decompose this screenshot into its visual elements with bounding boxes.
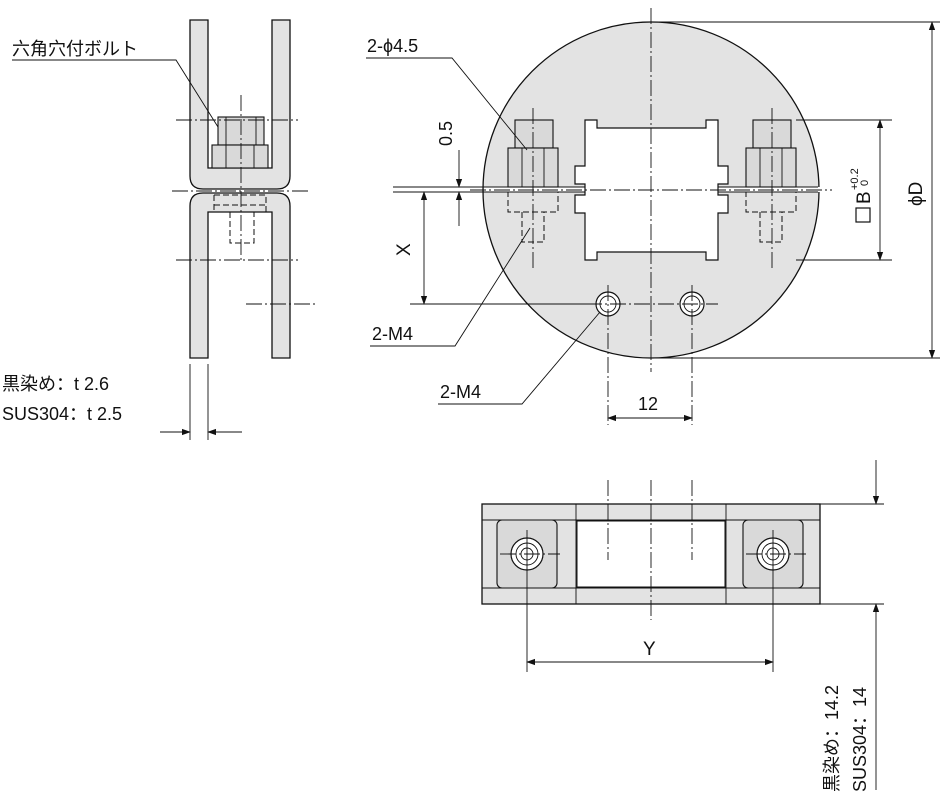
b-tol-upper: +0.2 xyxy=(849,168,861,190)
height-sus-label: SUS304：14 xyxy=(850,687,870,792)
height-black-label: 黒染め：14.2 xyxy=(822,685,842,792)
square-symbol xyxy=(855,207,871,223)
m4-left-label: 2-M4 xyxy=(372,324,413,344)
pitch-12-label: 12 xyxy=(638,394,658,414)
thickness-black-label: 黒染め：t 2.6 xyxy=(2,374,109,394)
upper-bracket xyxy=(189,19,291,190)
y-dim-label: Y xyxy=(643,639,656,660)
x-dim-label: X xyxy=(394,243,415,256)
lower-bracket xyxy=(189,192,291,359)
side-view: 六角穴付ボルト 黒染め：t 2.6 SUS304：t 2.5 xyxy=(2,19,316,440)
hole-spec-label: 2-ϕ4.5 xyxy=(367,36,418,56)
b-dim-label: B xyxy=(854,191,875,204)
hex-bolt-label: 六角穴付ボルト xyxy=(12,39,138,59)
m4-bottom-label: 2-M4 xyxy=(440,382,481,402)
gap-dim-label: 0.5 xyxy=(436,121,456,146)
front-view: 2-ϕ4.5 0.5 X 2-M4 2-M4 12 B +0.2 0 xyxy=(366,8,940,425)
bottom-view: Y 黒染め：14.2 SUS304：14 xyxy=(481,460,884,792)
b-tol-lower: 0 xyxy=(859,180,871,186)
thickness-sus-label: SUS304：t 2.5 xyxy=(2,404,122,424)
nut xyxy=(211,144,269,169)
diameter-label: ϕD xyxy=(906,182,927,206)
